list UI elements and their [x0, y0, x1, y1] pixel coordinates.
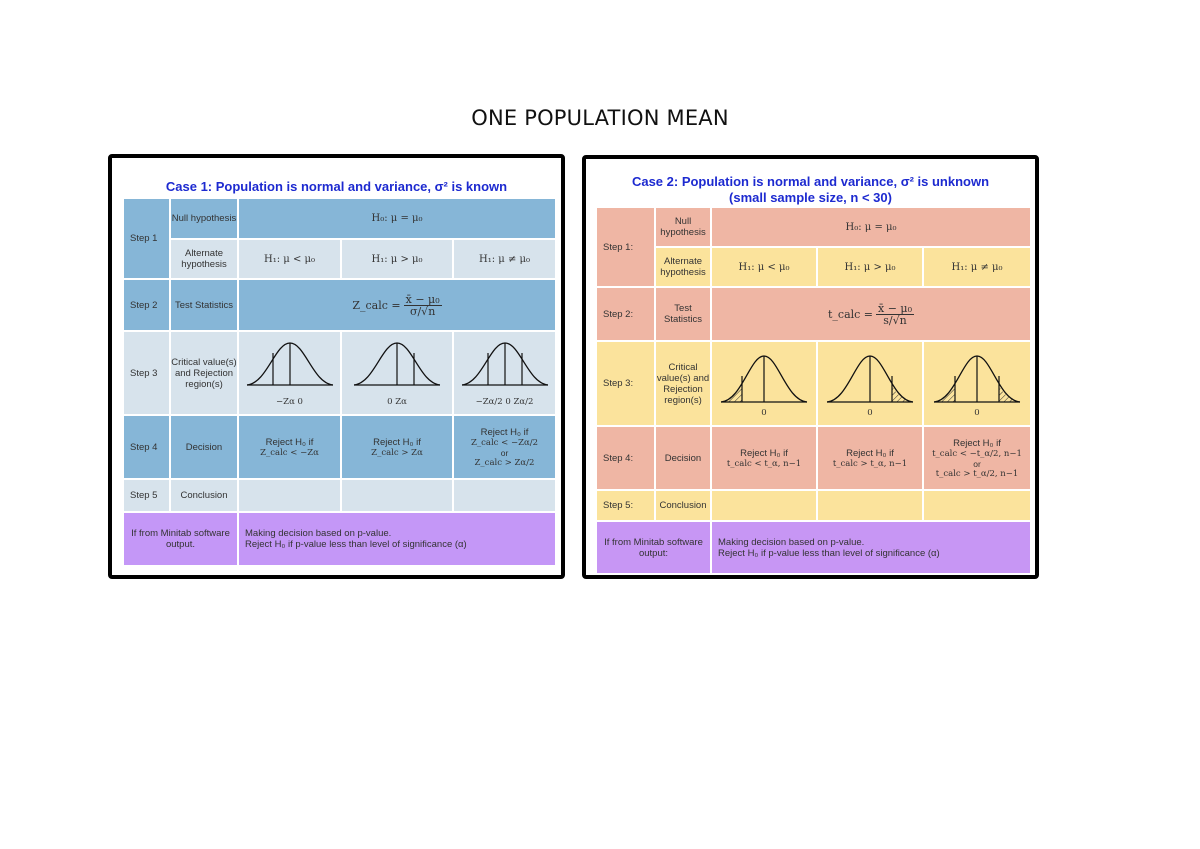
case2-null-formula: H₀: μ = μ₀ — [712, 208, 1030, 246]
case1-ticks-two: −Zα/2 0 Zα/2 — [475, 397, 534, 407]
case2-d2a: Reject H₀ if — [846, 447, 894, 459]
case1-d3a: Reject H₀ if — [480, 426, 529, 438]
case1-null-formula: H₀: μ = μ₀ — [239, 199, 555, 238]
case2-decision-label: Decision — [656, 427, 710, 489]
case2-d3b: t_calc < −t_α/2, n−1 — [932, 448, 1022, 459]
case1-d3c: or — [500, 447, 509, 458]
case2-curve-two-cell: 0 — [924, 342, 1030, 425]
case2-minitab-line1: Making decision based on p-value. — [718, 536, 865, 548]
case1-z-lhs: Z_calc = — [352, 298, 401, 312]
case1-minitab-line1: Making decision based on p-value. — [245, 528, 392, 539]
case2-decision-left: Reject H₀ if t_calc < t_α, n−1 — [712, 427, 816, 489]
case2-t-num: x̄ − μ₀ — [876, 301, 914, 315]
case2-curve-two — [933, 354, 1021, 403]
case1-step2-label: Step 2 — [124, 280, 169, 330]
case1-ticks-left: −Zα 0 — [276, 397, 303, 407]
case1-decision-left: Reject H₀ if Z_calc < −Zα — [239, 416, 340, 478]
case1-critical-label: Critical value(s) and Rejection region(s… — [171, 332, 237, 414]
page-title: ONE POPULATION MEAN — [471, 106, 729, 130]
case2-null-label: Null hypothesis — [656, 208, 710, 246]
case1-conclusion-right — [342, 480, 452, 511]
case1-curve-two-cell: −Zα/2 0 Zα/2 — [454, 332, 555, 414]
case1-d1b: Z_calc < −Zα — [260, 447, 319, 458]
case2-minitab-line2: Reject H₀ if p-value less than level of … — [718, 547, 940, 559]
case2-alt-left: H₁: μ < μ₀ — [712, 248, 816, 286]
case1-ticks-right: 0 Zα — [387, 397, 407, 407]
case2-conclusion-left — [712, 491, 816, 520]
case1-alt-two: H₁: μ ≠ μ₀ — [454, 240, 555, 278]
case1-minitab-line2: Reject H₀ if p-value less than level of … — [245, 539, 467, 550]
case1-curve-right-cell: 0 Zα — [342, 332, 452, 414]
case1-curve-left — [246, 342, 333, 386]
case1-d1a: Reject H₀ if — [265, 436, 314, 448]
case2-curve-right-cell: 0 — [818, 342, 922, 425]
case1-d3b: Z_calc < −Zα/2 — [470, 437, 539, 448]
case1-step5-label: Step 5 — [124, 480, 169, 511]
case1-test-stat-label: Test Statistics — [171, 280, 237, 330]
case2-curve-right — [826, 354, 914, 403]
case1-null-label: Null hypothesis — [171, 199, 237, 238]
case2-conclusion-two — [924, 491, 1030, 520]
case2-title-line2: (small sample size, n < 30) — [729, 190, 892, 205]
case1-alt-right: H₁: μ > μ₀ — [342, 240, 452, 278]
case2-minitab-text: Making decision based on p-value. Reject… — [712, 522, 1030, 573]
case2-d1a: Reject H₀ if — [740, 447, 788, 459]
case1-curve-right — [353, 342, 441, 386]
case2-panel: Case 2: Population is normal and varianc… — [582, 155, 1039, 579]
case1-alt-left: H₁: μ < μ₀ — [239, 240, 340, 278]
case1-conclusion-two — [454, 480, 555, 511]
case2-step3-label: Step 3: — [597, 342, 654, 425]
case2-t-den: s/√n — [883, 313, 907, 327]
case2-alt-two: H₁: μ ≠ μ₀ — [924, 248, 1030, 286]
case2-tick-right: 0 — [867, 407, 873, 418]
case2-curve-left-cell: 0 — [712, 342, 816, 425]
case2-d3d: t_calc > t_α/2, n−1 — [935, 468, 1019, 479]
case1-minitab-label: If from Minitab software output. — [124, 513, 237, 565]
case2-d3c: or — [973, 458, 981, 469]
case2-title-line1: Case 2: Population is normal and varianc… — [631, 174, 990, 189]
case2-tick-left: 0 — [761, 407, 767, 418]
case1-d2a: Reject H₀ if — [373, 436, 421, 448]
case1-decision-label: Decision — [171, 416, 237, 478]
case2-d2b: t_calc > t_α, n−1 — [832, 458, 908, 469]
case2-curve-left — [720, 354, 808, 403]
case2-decision-right: Reject H₀ if t_calc > t_α, n−1 — [818, 427, 922, 489]
case2-tick-two: 0 — [974, 407, 980, 418]
case2-d1b: t_calc < t_α, n−1 — [726, 458, 802, 469]
case2-t-lhs: t_calc = — [827, 307, 874, 321]
case1-d2b: Z_calc > Zα — [371, 447, 423, 458]
case1-conclusion-label: Conclusion — [171, 480, 237, 511]
case1-alt-label: Alternate hypothesis — [171, 240, 237, 278]
case2-step1-label: Step 1: — [597, 208, 654, 286]
case1-minitab-text: Making decision based on p-value. Reject… — [239, 513, 555, 565]
case2-conclusion-label: Conclusion — [656, 491, 710, 520]
case2-test-stat-label: Test Statistics — [656, 288, 710, 340]
case1-z-den: σ/√n — [409, 304, 436, 318]
case2-step2-label: Step 2: — [597, 288, 654, 340]
case2-minitab-label: If from Minitab software output: — [597, 522, 710, 573]
case1-step1-label: Step 1 — [124, 199, 169, 278]
case1-step4-label: Step 4 — [124, 416, 169, 478]
case2-conclusion-right — [818, 491, 922, 520]
case2-d3a: Reject H₀ if — [953, 437, 1001, 449]
case1-z-num: x̄ − μ₀ — [403, 292, 442, 306]
case1-curve-two — [461, 342, 548, 386]
case1-decision-right: Reject H₀ if Z_calc > Zα — [342, 416, 452, 478]
case1-conclusion-left — [239, 480, 340, 511]
case1-d3d: Z_calc > Zα/2 — [474, 457, 535, 468]
case2-step4-label: Step 4: — [597, 427, 654, 489]
case2-decision-two: Reject H₀ if t_calc < −t_α/2, n−1 or t_c… — [924, 427, 1030, 489]
case1-curve-left-cell: −Zα 0 — [239, 332, 340, 414]
case2-alt-right: H₁: μ > μ₀ — [818, 248, 922, 286]
case2-critical-label: Critical value(s) and Rejection region(s… — [656, 342, 710, 425]
case1-decision-two: Reject H₀ if Z_calc < −Zα/2 or Z_calc > … — [454, 416, 555, 478]
case2-step5-label: Step 5: — [597, 491, 654, 520]
case2-alt-label: Alternate hypothesis — [656, 248, 710, 286]
case1-title: Case 1: Population is normal and varianc… — [165, 179, 508, 194]
case1-step3-label: Step 3 — [124, 332, 169, 414]
case1-panel: Case 1: Population is normal and varianc… — [108, 154, 565, 579]
